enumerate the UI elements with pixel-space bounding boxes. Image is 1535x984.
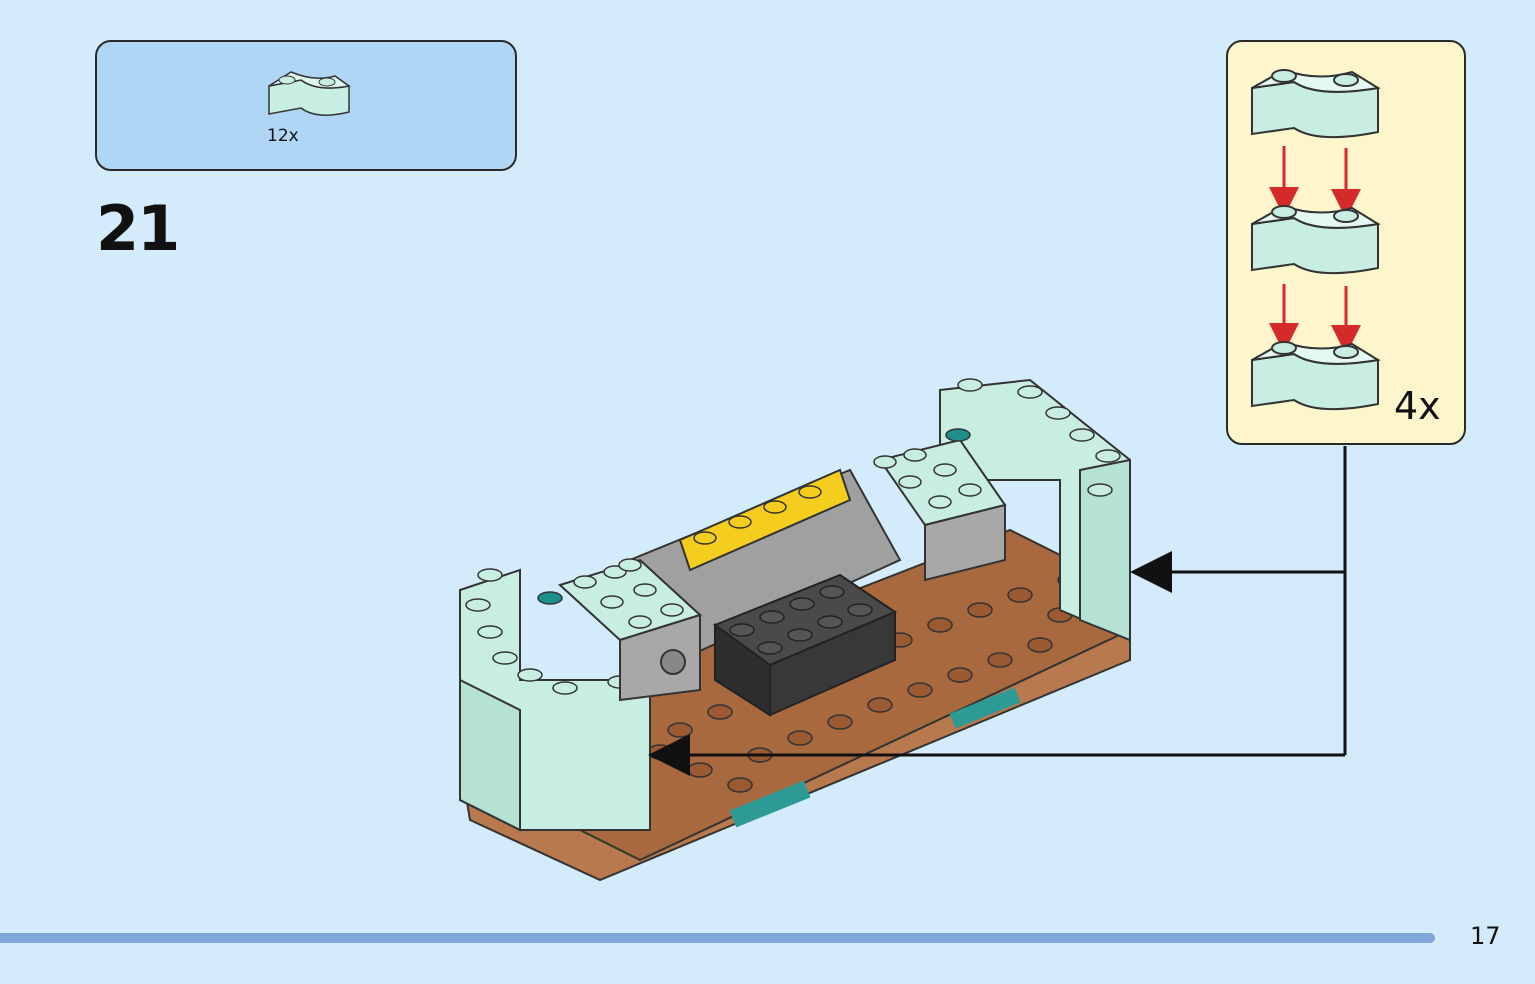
right-mint-plate: [873, 428, 1007, 582]
right-mint-wall: [939, 378, 1131, 642]
parts-list-box: 12x: [95, 40, 517, 171]
left-mint-plate: [537, 558, 702, 702]
page-number: 17: [1470, 922, 1501, 950]
footer-progress-bar: [0, 933, 1435, 943]
sub-assembly-box: 4x: [1226, 40, 1466, 445]
placement-arrows: [648, 446, 1347, 776]
mint-curved-brick-icon: [268, 71, 351, 116]
sub-assembly-quantity: 4x: [1394, 384, 1441, 428]
left-mint-wall: [459, 568, 651, 832]
stacked-curved-bricks-icon: [1251, 68, 1381, 411]
dark-gray-brick: [712, 573, 898, 717]
part-quantity: 12x: [267, 126, 299, 146]
step-number: 21: [96, 192, 180, 265]
base-studs: [647, 572, 1083, 793]
